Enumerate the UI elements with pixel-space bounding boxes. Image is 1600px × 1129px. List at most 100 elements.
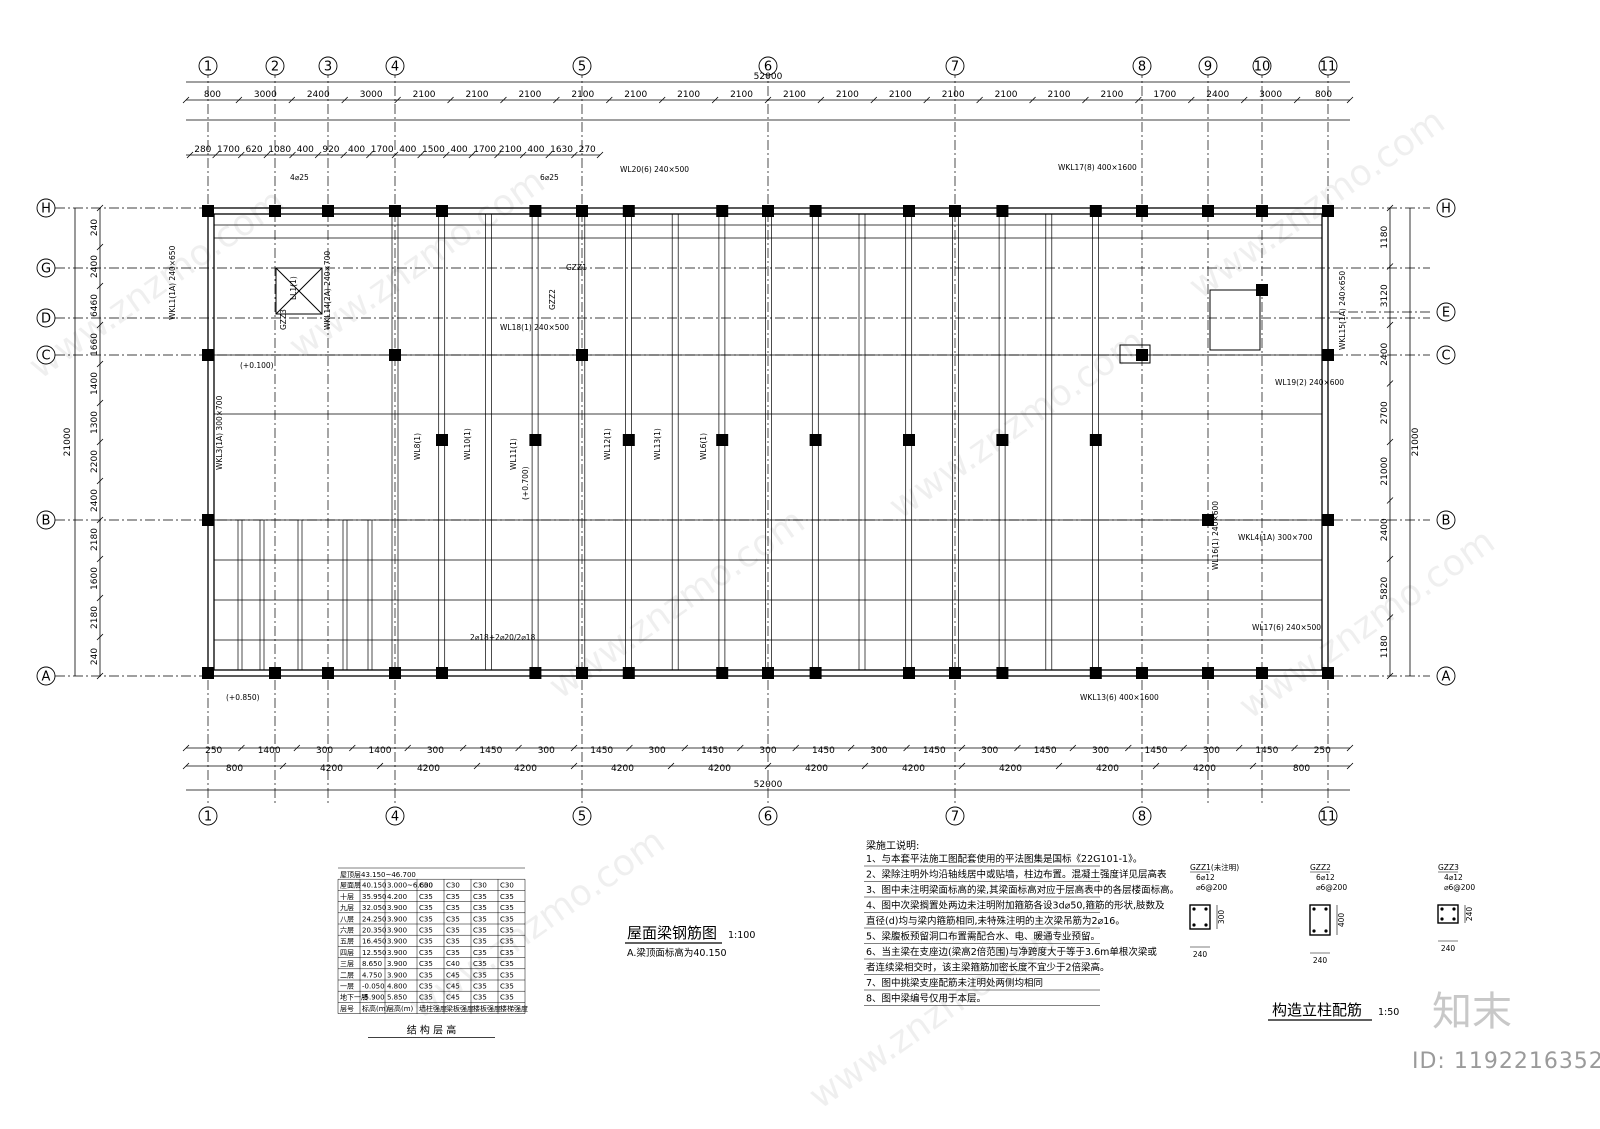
dimension-tick [515,744,522,752]
drawing-scale: 1:100 [728,930,755,941]
dimension-tick [958,744,966,752]
dimension-tick [545,151,553,159]
dimension-tick [1249,762,1257,770]
table-cell: 8.650 [362,960,382,968]
table-cell: C35 [500,893,514,901]
table-cell: 3.900 [387,960,407,968]
table-cell: C35 [500,971,514,979]
axis-bubble: E [1436,302,1456,322]
column-section-height: 240 [1465,907,1474,922]
beam-label: WL6(1) [699,433,708,460]
dimension-value: 270 [579,145,596,155]
axis-label: 11 [1320,810,1337,825]
beam-label: WKL17(8) 400×1600 [1058,163,1137,172]
column [1256,205,1268,217]
dimension-tick [341,96,349,104]
table-cell: 20.350 [362,927,387,935]
dimension-value: 2180 [90,528,100,551]
dimension-tick [1125,744,1132,752]
axis-bubble: A [1436,666,1456,686]
dimension-value: 300 [1092,746,1109,756]
dimension-tick [404,744,411,752]
table-header: 梁板强度 [446,1004,474,1013]
table-cell: C35 [473,938,487,946]
table-cell: C35 [419,949,433,957]
table-cell: 九层 [340,903,354,912]
dimension-value: 1700 [473,145,496,155]
column-section-height: 400 [1337,913,1346,928]
axis-bubble: H [36,198,56,218]
table-cell: C35 [446,927,460,935]
dimension-value: 280 [194,145,211,155]
table-cell: 十层 [340,892,354,901]
dimension-tick [1152,762,1160,770]
dimension-value: 400 [399,145,416,155]
dimension-tick [186,151,194,159]
column [1089,434,1102,446]
dimension-value: 3000 [1259,90,1282,100]
dimension-value: 2100 [783,90,806,100]
dimension-tick [182,96,190,104]
column [529,667,542,679]
dimension-tick [96,282,104,290]
beam-label: 2⌀18+2⌀20/2⌀18 [470,633,536,642]
table-cell: C35 [419,915,433,923]
dimension-value: 920 [322,145,339,155]
table-cell: 5.850 [387,994,407,1002]
table-cell: 3.900 [387,915,407,923]
watermark: www.znzmo.com [882,321,1153,528]
dimension-value: 800 [1293,764,1310,774]
column [996,667,1009,679]
axis-bubble: 2 [265,56,285,76]
dimension-tick [212,151,219,159]
dimension-tick [340,151,348,159]
dimension-tick [96,399,104,407]
dimension-value: 1600 [90,567,100,590]
axis-label: 6 [764,60,772,75]
table-cell: 二层 [340,971,354,979]
dimension-tick [817,96,825,104]
drawing-title-block: 屋面梁钢筋图 1:100 A.梁顶面标高为40.150 [625,924,755,959]
dimension-value: 2100 [677,90,700,100]
dimension-value: 2100 [518,90,541,100]
column [389,205,401,217]
dimension-value: 400 [297,145,314,155]
column [1202,667,1214,679]
column-section-rect [1309,904,1331,936]
dimension-tick [1180,744,1187,752]
dimension-tick [1386,321,1394,329]
table-header: 楼梯强度 [500,1004,528,1013]
table-header: 层号 [340,1005,354,1013]
column [436,434,448,446]
dimension-tick [366,151,373,159]
table-cell: C35 [419,971,433,979]
axis-label: 8 [1138,60,1146,75]
dimension-value: 400 [450,145,467,155]
column [576,205,588,217]
column [809,667,822,679]
table-cell: C35 [473,960,487,968]
dimension-tick [447,96,454,104]
note-item: 4、图中次梁搁置处两边未注明附加箍筋各设3d⌀50,箍筋的形状,肢数及 [866,900,1165,912]
table-cell: C35 [446,938,460,946]
dimension-value: 2400 [1380,518,1390,541]
drawing-subnote: A.梁顶面标高为40.150 [627,947,727,959]
dimension-tick [667,762,675,770]
table-top-row: 屋顶层43.150~46.700 [340,871,416,879]
dimension-tick [182,762,190,770]
column-details-scale: 1:50 [1378,1007,1399,1018]
column-details: 构造立柱配筋 1:50 GZZ1(未注明)6⌀12⌀6@200300240GZZ… [1189,862,1475,1021]
table-cell: C45 [446,983,460,991]
dimension-value: 21000 [1380,457,1390,486]
dimension-tick [903,744,910,752]
dimension-tick [1082,96,1089,104]
dimension-value: 2100 [624,90,647,100]
column [389,349,401,361]
axis-label: 1 [204,810,212,825]
axis-bubble: 4 [385,806,405,826]
column [529,205,542,217]
dimension-tick [737,744,744,752]
dimension-value: 2400 [90,489,100,512]
dimension-value: 4200 [320,764,343,774]
